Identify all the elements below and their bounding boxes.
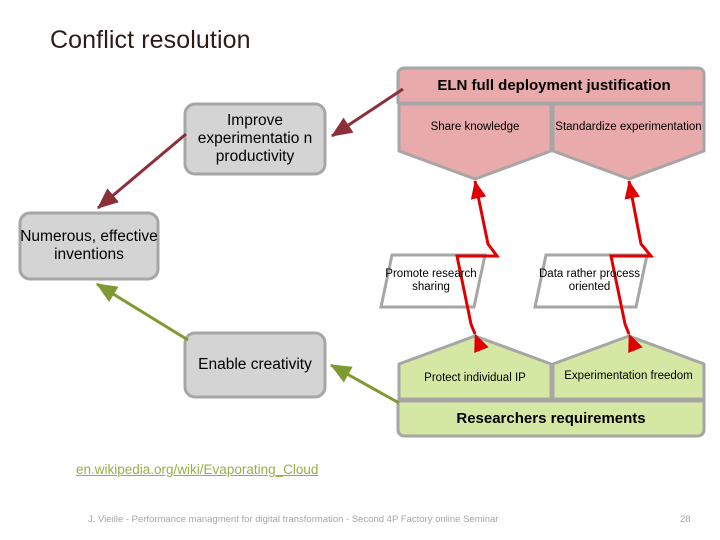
- parallelogram-promote-label: Promote research sharing: [385, 267, 477, 293]
- parallelogram-data-label: Data rather process oriented: [539, 267, 640, 293]
- green-banner-label: Researchers requirements: [456, 409, 646, 427]
- pink-cell-share-knowledge-label: Share knowledge: [430, 121, 520, 134]
- pink-cell-standardize-label: Standardize experimentation: [555, 121, 702, 134]
- grey-box-enable-creativity-label: Enable creativity: [198, 356, 312, 374]
- page-title: Conflict resolution: [50, 26, 251, 54]
- connector-improve-to-inventions: [97, 132, 187, 210]
- footer-note: J. Vieille - Performance managment for d…: [88, 514, 499, 525]
- grey-box-numerous-inventions-label: Numerous, effective inventions: [20, 228, 158, 263]
- connector-requirements-to-creativity: [329, 363, 400, 405]
- footer-page-number: 28: [680, 514, 691, 525]
- connector-creativity-to-inventions: [95, 282, 189, 342]
- source-link[interactable]: en.wikipedia.org/wiki/Evaporating_Cloud: [76, 462, 319, 477]
- pink-banner-label: ELN full deployment justification: [437, 76, 671, 94]
- green-cell-experimentation-freedom-label: Experimentation freedom: [564, 370, 693, 383]
- green-cell-protect-ip-label: Protect individual IP: [424, 372, 526, 385]
- grey-box-improve-productivity-label: Improve experimentatio n productivity: [197, 112, 313, 165]
- connector-eln-to-improve: [330, 87, 404, 138]
